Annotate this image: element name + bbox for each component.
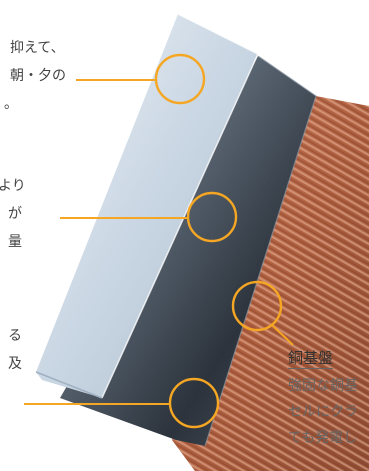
callout-bottom-text: る 及 <box>0 322 22 378</box>
callout-top-line1: 抑えて、 <box>10 40 65 56</box>
callout-circle-copper <box>231 280 283 332</box>
callout-circle-top <box>154 53 206 105</box>
callout-top-text: 抑えて、 朝・夕の 。 <box>4 34 66 118</box>
callout-middle-line2: が <box>8 206 22 222</box>
callout-circle-bottom <box>168 377 220 429</box>
leader-line-copper <box>271 324 294 346</box>
callout-middle-text: より が 量 <box>0 172 26 256</box>
callout-copper-line3: ても発電し <box>288 430 358 446</box>
callout-markers <box>24 53 294 429</box>
callout-middle-line3: 量 <box>8 234 22 250</box>
callout-top-line2: 朝・夕の <box>10 68 66 84</box>
callout-middle-line1: より <box>0 178 26 194</box>
callout-circle-middle <box>186 191 238 243</box>
callout-top-line3: 。 <box>4 96 18 112</box>
callout-copper-text: 銅基盤 強固な銅基 セルにクラ ても発電し <box>288 346 358 451</box>
callout-bottom-line1: る <box>8 328 22 344</box>
glass-layer <box>35 13 259 399</box>
callout-copper-title: 銅基盤 <box>288 349 334 369</box>
callout-copper-line1: 強固な銅基 <box>288 378 358 394</box>
callout-bottom-line2: 及 <box>8 356 22 372</box>
callout-copper-line2: セルにクラ <box>288 404 358 420</box>
